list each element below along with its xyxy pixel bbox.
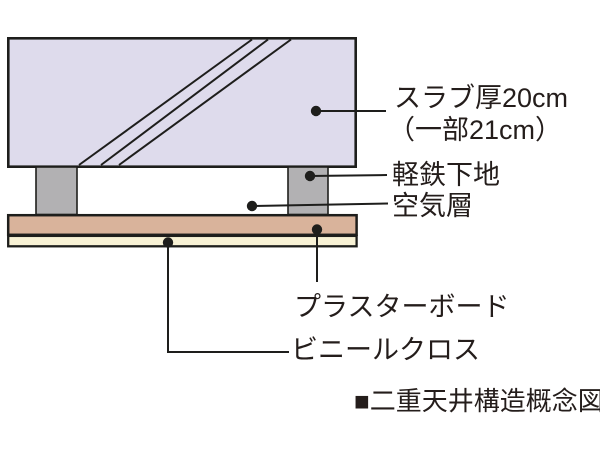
- label-plasterboard: プラスターボード: [294, 292, 510, 322]
- leader-line-steel-base: [309, 174, 388, 177]
- leader-dot-vinyl-cloth: [162, 237, 174, 248]
- concrete-slab: [7, 36, 357, 168]
- label-slab-thickness-line2: （一部21cm）: [388, 115, 563, 145]
- leader-dot-slab: [310, 105, 322, 117]
- label-slab-thickness-line1: スラブ厚20cm: [394, 83, 569, 113]
- label-vinyl-cloth: ビニールクロス: [291, 335, 480, 365]
- leader-line-vinyl-cloth: [167, 243, 289, 353]
- steel-post-left: [35, 166, 78, 216]
- vinyl-cloth-layer: [7, 234, 358, 248]
- diagram-caption: ■二重天井構造概念図: [354, 386, 600, 416]
- slab-hatch-line-2: [100, 38, 269, 166]
- slab-hatch-line-1: [78, 38, 253, 166]
- label-steel-base: 軽鉄下地: [392, 160, 500, 190]
- slab-hatch-line-3: [118, 38, 292, 166]
- leader-dot-plasterboard: [311, 224, 323, 235]
- leader-dot-air-layer: [246, 200, 258, 212]
- label-air-layer: 空気層: [392, 191, 473, 221]
- leader-line-air-layer: [251, 202, 389, 207]
- leader-dot-steel-base: [304, 170, 316, 182]
- plasterboard-layer: [6, 213, 358, 237]
